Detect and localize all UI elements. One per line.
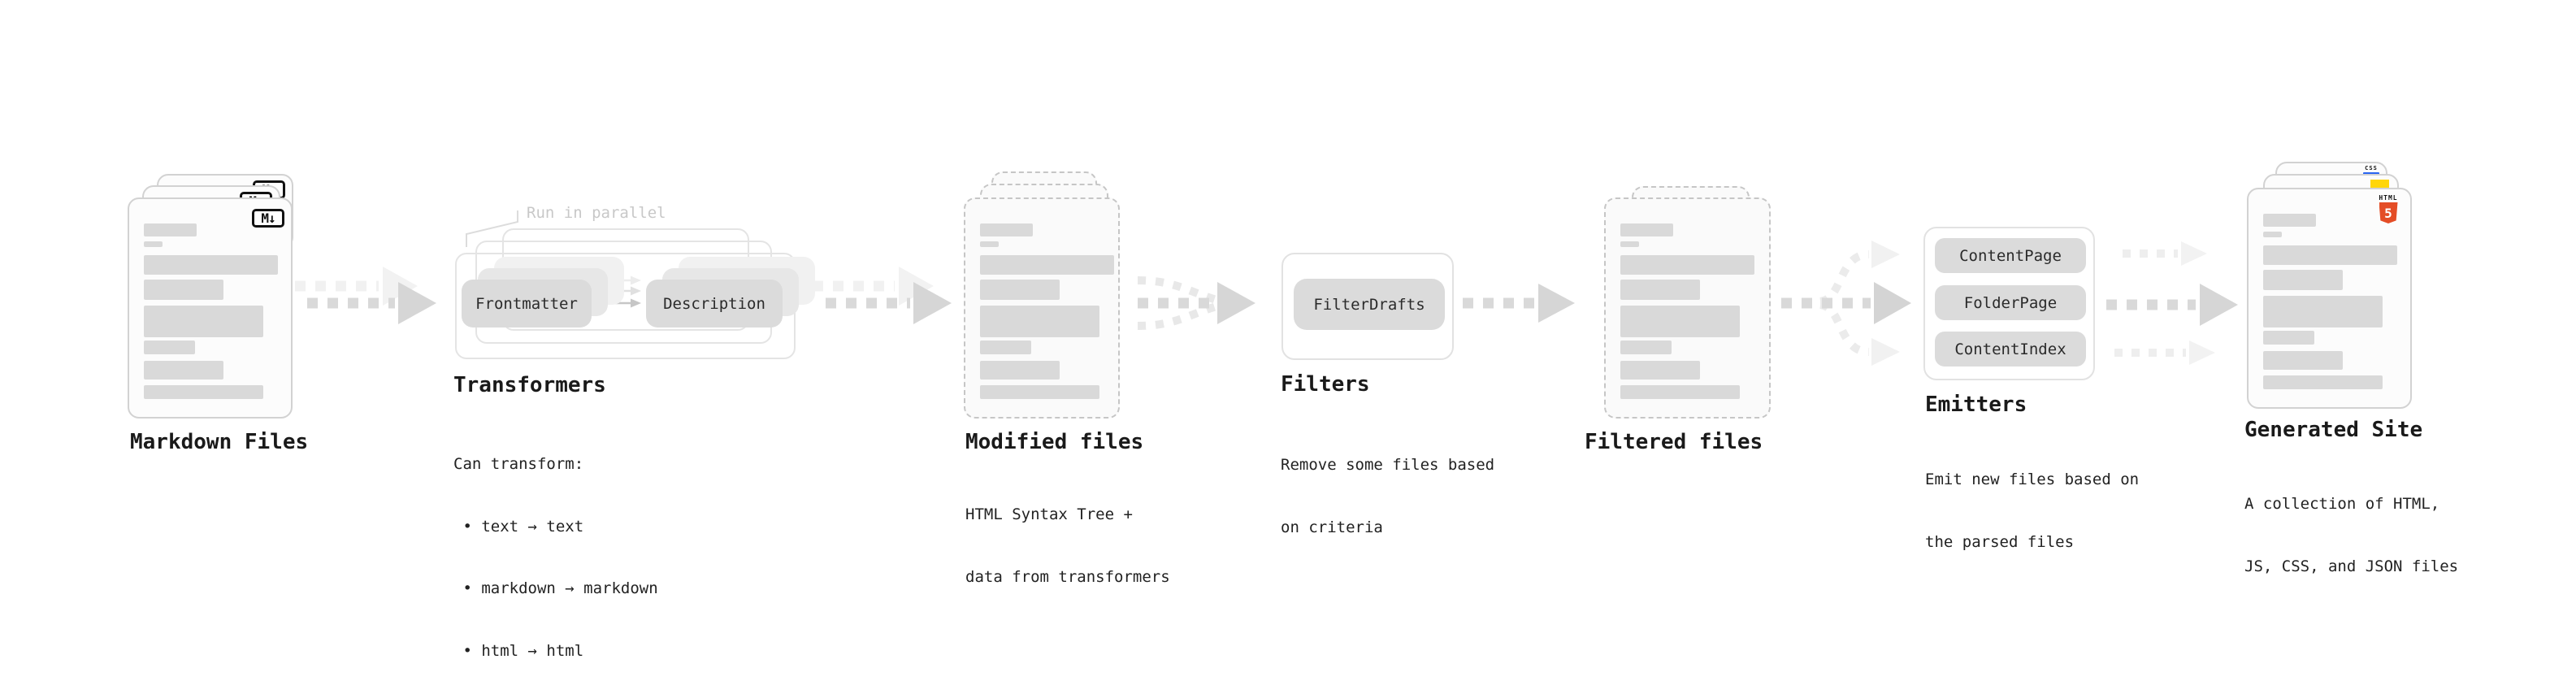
markdown-icon: M↓ xyxy=(252,209,284,228)
desc-line: A collection of HTML, xyxy=(2244,495,2440,513)
content-skeleton-bar xyxy=(144,255,278,275)
desc-line: • text → text xyxy=(453,517,584,536)
desc-line: • html → html xyxy=(453,641,584,660)
stage-title-modified-files: Modified files xyxy=(965,430,1144,454)
description-transformer-box: Description xyxy=(646,280,783,327)
run-in-parallel-annotation: Run in parallel xyxy=(527,204,666,222)
annotation-callout-line xyxy=(466,210,518,247)
arrow-modified-to-filters xyxy=(1137,276,1255,330)
content-skeleton-bar xyxy=(2263,331,2314,345)
content-skeleton-bar xyxy=(2263,245,2397,265)
markdown-file-doc: M↓ xyxy=(128,197,293,419)
js-icon xyxy=(2370,180,2389,189)
stage-title-transformers: Transformers xyxy=(453,373,606,397)
desc-line: Remove some files based xyxy=(1281,456,1495,474)
generated-site-description: A collection of HTML, JS, CSS, and JSON … xyxy=(2244,453,2458,618)
desc-line: data from transformers xyxy=(965,567,1170,586)
desc-line: the parsed files xyxy=(1925,532,2075,551)
content-skeleton-bar xyxy=(2263,296,2383,327)
content-skeleton-bar xyxy=(2263,232,2282,237)
arrow-markdown-to-transformers xyxy=(295,267,436,324)
filtered-file-doc xyxy=(1604,197,1771,419)
emitters-description: Emit new files based on the parsed files xyxy=(1925,428,2139,594)
content-skeleton-bar xyxy=(980,361,1060,380)
arrow-filters-to-filtered xyxy=(1463,284,1575,323)
content-skeleton-bar xyxy=(980,340,1031,354)
folderpage-emitter-box: FolderPage xyxy=(1935,285,2086,320)
content-skeleton-bar xyxy=(144,340,195,354)
filterdrafts-box: FilterDrafts xyxy=(1294,279,1445,330)
content-skeleton-bar xyxy=(980,241,999,247)
modified-file-doc xyxy=(964,197,1120,419)
arrow-filtered-to-emitters xyxy=(1781,241,1911,366)
html5-icon: HTML 5 xyxy=(2378,194,2399,223)
contentindex-emitter-box: ContentIndex xyxy=(1935,332,2086,367)
content-skeleton-bar xyxy=(980,280,1060,300)
arrow-transformers-to-modified xyxy=(813,267,952,324)
content-skeleton-bar xyxy=(1620,385,1740,399)
content-skeleton-bar xyxy=(1620,361,1700,380)
content-skeleton-bar xyxy=(144,223,197,236)
content-skeleton-bar xyxy=(1620,223,1673,236)
stage-title-generated-site: Generated Site xyxy=(2244,418,2423,442)
filters-description: Remove some files based on criteria xyxy=(1281,414,1494,579)
desc-line: JS, CSS, and JSON files xyxy=(2244,557,2459,575)
content-skeleton-bar xyxy=(144,361,223,380)
content-skeleton-bar xyxy=(144,306,263,337)
desc-line: Emit new files based on xyxy=(1925,471,2140,488)
content-skeleton-bar xyxy=(980,385,1099,399)
transformers-description: Can transform: • text → text • markdown … xyxy=(453,413,658,681)
content-skeleton-bar xyxy=(980,223,1033,236)
content-skeleton-bar xyxy=(1620,340,1672,354)
content-skeleton-bar xyxy=(1620,280,1700,300)
desc-line: on criteria xyxy=(1281,518,1383,536)
arrow-emitters-to-generated xyxy=(2106,241,2238,365)
content-skeleton-bar xyxy=(2263,270,2343,290)
contentpage-emitter-box: ContentPage xyxy=(1935,238,2086,273)
stage-title-filters: Filters xyxy=(1281,372,1370,397)
content-skeleton-bar xyxy=(2263,351,2343,370)
html5-icon-shield: 5 xyxy=(2379,202,2398,223)
content-skeleton-bar xyxy=(980,255,1114,275)
html5-icon-label: HTML xyxy=(2379,194,2398,202)
content-skeleton-bar xyxy=(144,241,163,247)
content-skeleton-bar xyxy=(1620,306,1740,337)
frontmatter-transformer-box: Frontmatter xyxy=(462,280,592,327)
desc-line: Can transform: xyxy=(453,455,584,473)
content-skeleton-bar xyxy=(1620,255,1754,275)
desc-line: HTML Syntax Tree + xyxy=(965,505,1133,523)
modified-files-description: HTML Syntax Tree + data from transformer… xyxy=(965,463,1170,629)
stage-title-filtered-files: Filtered files xyxy=(1585,430,1763,454)
stage-title-markdown-files: Markdown Files xyxy=(130,430,309,454)
content-skeleton-bar xyxy=(2263,214,2316,227)
content-skeleton-bar xyxy=(144,385,263,399)
content-skeleton-bar xyxy=(144,280,223,300)
css-icon-label: CSS xyxy=(2365,165,2378,171)
content-skeleton-bar xyxy=(1620,241,1639,247)
generated-html-file-doc: HTML 5 xyxy=(2247,188,2412,409)
desc-line: • markdown → markdown xyxy=(453,579,658,597)
stage-title-emitters: Emitters xyxy=(1925,393,2027,417)
content-skeleton-bar xyxy=(980,306,1099,337)
content-skeleton-bar xyxy=(2263,375,2383,389)
